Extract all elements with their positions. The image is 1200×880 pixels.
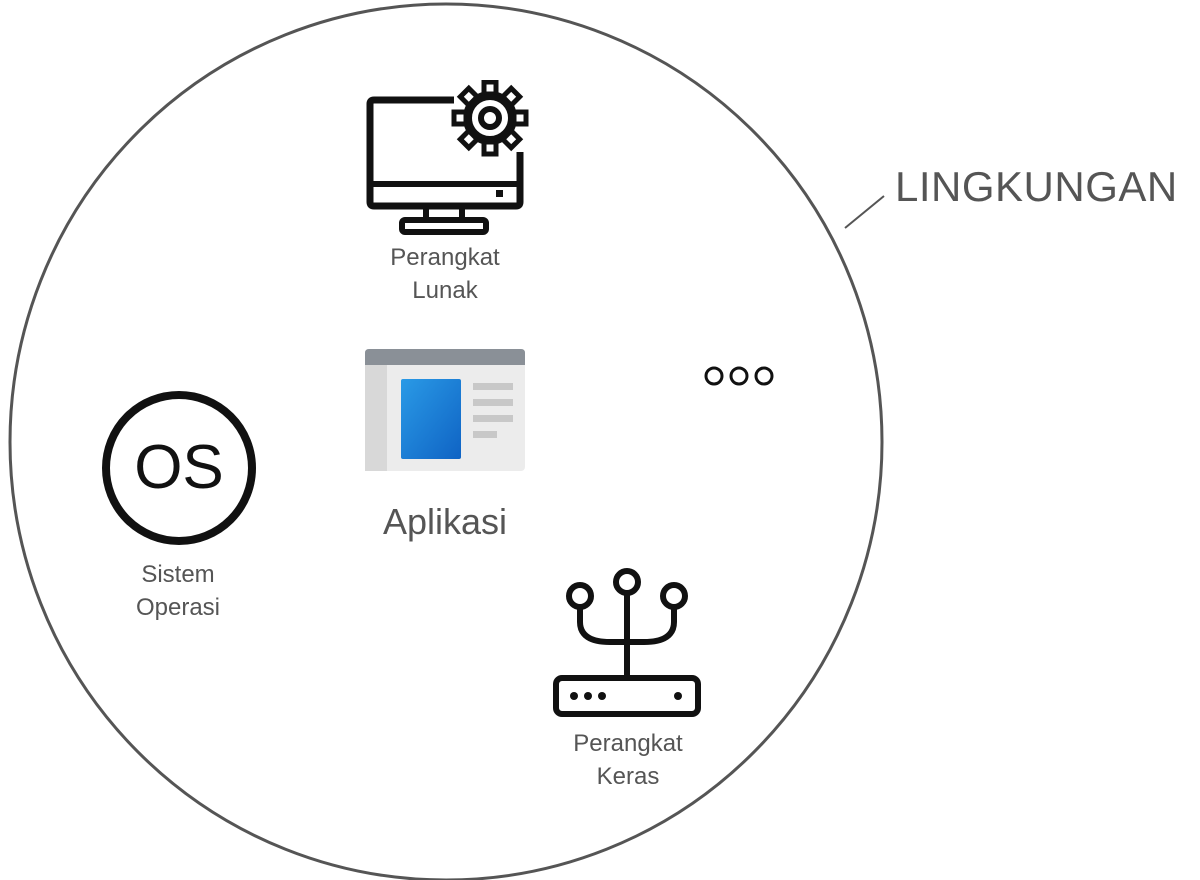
environment-label: LINGKUNGAN [895,163,1178,210]
software-label-line1: Perangkat [390,244,500,271]
application-label: Aplikasi [382,501,508,542]
application-window-icon [365,349,525,471]
os-label: Sistem Operasi [78,558,278,624]
router-antenna-icon [553,568,701,717]
software-label-line2: Lunak [412,277,478,304]
hardware-label-line2: Keras [596,763,660,790]
os-node: OS [100,389,258,547]
hardware-label-line1: Perangkat [573,730,683,757]
monitor-gear-icon [366,80,529,235]
software-label: Perangkat Lunak [345,241,545,307]
os-label-line1: Sistem [141,561,215,588]
environment-circle [8,2,884,880]
environment-leader-line [844,195,885,229]
os-label-line2: Operasi [135,594,221,621]
more-node [702,364,776,388]
hardware-node [550,566,704,722]
application-node [365,349,525,471]
software-node [366,80,532,240]
os-icon-text: OS [134,433,224,502]
os-circle-icon [102,391,256,545]
ellipsis-circles-icon [704,366,774,386]
hardware-label: Perangkat Keras [528,727,728,793]
